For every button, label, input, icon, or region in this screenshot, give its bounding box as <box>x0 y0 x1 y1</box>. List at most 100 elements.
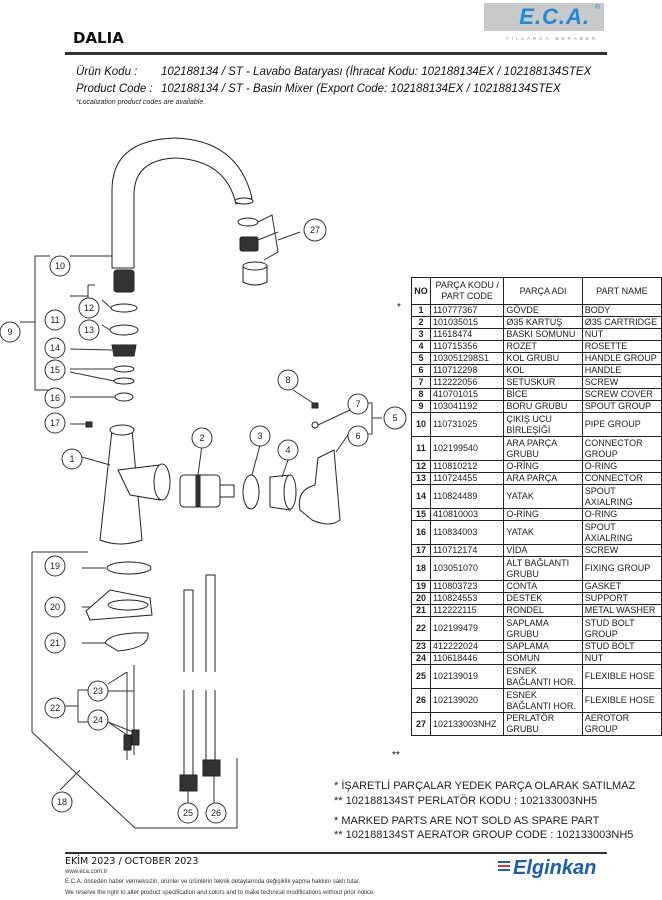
cell-tr: ARA PARÇA <box>503 472 583 485</box>
note-tr-2: ** 102188134ST PERLATÖR KODU : 102133003… <box>334 795 598 807</box>
screw-7 <box>311 421 319 429</box>
body-outlet-ring <box>153 463 171 501</box>
aerator-housing <box>242 265 268 286</box>
cell-en: METAL WASHER <box>581 604 662 617</box>
cell-code: 102199479 <box>429 616 505 641</box>
axialring-14 <box>111 344 137 357</box>
cell-code: 102139019 <box>429 664 505 689</box>
table-header-row: NO PARÇA KODU / PART CODE PARÇA ADI PART… <box>411 277 662 305</box>
parts-table: NO PARÇA KODU / PART CODE PARÇA ADI PART… <box>411 277 662 736</box>
eca-logo: E.C.A. ® <box>484 3 604 31</box>
cell-code: 110777367 <box>429 304 505 317</box>
cell-code: 110824553 <box>429 592 505 605</box>
screw-17 <box>85 421 93 428</box>
eca-logo-text: E.C.A. <box>519 4 590 29</box>
product-code-en-label: Product Code : <box>76 83 153 95</box>
cell-code: 112222115 <box>429 604 505 617</box>
svg-text:24: 24 <box>93 715 103 725</box>
product-code-tr: Ürün Kodu : 102188134 / ST - Lavabo Batar… <box>76 66 591 78</box>
product-code-tr-label: Ürün Kodu : <box>76 66 138 78</box>
cell-no: 9 <box>411 400 431 413</box>
svg-text:7: 7 <box>355 399 360 409</box>
cell-no: 2 <box>411 316 431 329</box>
svg-text:26: 26 <box>211 808 221 818</box>
callout-13: 13 <box>78 319 100 341</box>
aerator-insert <box>239 236 259 252</box>
cell-code: 410810003 <box>429 508 505 521</box>
cell-en: BODY <box>581 304 662 317</box>
cell-en: ROSETTE <box>581 340 662 353</box>
cell-code: 410701015 <box>429 388 505 401</box>
hose-26-part <box>205 574 216 761</box>
svg-text:21: 21 <box>50 638 60 648</box>
cell-tr: DESTEK <box>503 592 583 605</box>
registered-mark: ® <box>594 4 600 11</box>
body-top <box>109 424 135 436</box>
callout-27: 27 <box>303 218 327 242</box>
bracket-9 <box>20 255 112 391</box>
cell-no: 13 <box>411 472 431 485</box>
cell-code: 110618446 <box>429 652 505 665</box>
product-code-en: Product Code :102188134 / ST - Basin Mix… <box>76 83 561 95</box>
cell-en: O-RING <box>581 460 662 473</box>
footer-divider <box>65 852 607 854</box>
cell-no: 5 <box>411 352 431 365</box>
callout-3: 3 <box>249 425 271 447</box>
aerator-code-mark: ** <box>392 750 400 761</box>
note-en-2: ** 102188134ST AERATOR GROUP CODE : 1021… <box>334 829 634 841</box>
svg-text:19: 19 <box>50 561 60 571</box>
cell-en: CONNECTOR GROUP <box>581 436 662 461</box>
cell-code: 102139020 <box>429 688 505 713</box>
svg-text:22: 22 <box>50 703 60 713</box>
nut-3-part <box>242 474 260 510</box>
cell-en: PIPE GROUP <box>581 412 662 437</box>
note-en-1: * MARKED PARTS ARE NOT SOLD AS SPARE PAR… <box>334 815 600 827</box>
callout-19: 19 <box>44 555 66 577</box>
localization-note: *Localization product codes are availabl… <box>76 99 206 106</box>
callout-14: 14 <box>44 337 66 359</box>
cell-tr: KOL <box>503 364 583 377</box>
nut-24b <box>131 729 140 746</box>
cell-tr: Ø35 KARTUŞ <box>503 316 583 329</box>
cell-code: 103051070 <box>429 556 505 581</box>
cell-en: SPOUT GROUP <box>581 400 662 413</box>
cell-en: STUD BOLT <box>581 640 662 653</box>
cell-en: Ø35 CARTRIDGE <box>581 316 662 329</box>
cell-no: 18 <box>411 556 431 581</box>
aerator-housing-top <box>242 261 268 271</box>
axialring-16 <box>114 392 134 402</box>
callout-4: 4 <box>277 439 299 461</box>
cell-en: HANDLE GROUP <box>581 352 662 365</box>
callout-8: 8 <box>277 369 299 391</box>
footer-website[interactable]: www.eca.com.tr <box>65 869 108 875</box>
cell-en: SPOUT AXIALRING <box>581 520 662 545</box>
product-code-tr-value: 102188134 / ST - Lavabo Bataryası (İhrac… <box>161 66 592 78</box>
cell-tr: ALT BAĞLANTI GRUBU <box>503 556 583 581</box>
callout-15: 15 <box>44 359 66 381</box>
callout-12: 12 <box>78 297 100 319</box>
elginkan-logo-text: Elginkan <box>513 857 597 879</box>
cell-code: 102133003NHZ <box>429 712 505 736</box>
cell-en: HANDLE <box>581 364 662 377</box>
cell-en: GASKET <box>581 580 662 593</box>
cell-no: 14 <box>411 484 431 509</box>
not-sold-mark: * <box>397 302 401 313</box>
cell-tr: SOMUN <box>503 652 583 665</box>
svg-text:15: 15 <box>50 365 60 375</box>
callout-7: 7 <box>347 393 369 415</box>
svg-text:10: 10 <box>55 261 65 271</box>
cell-no: 7 <box>411 376 431 389</box>
callout-21: 21 <box>44 632 66 654</box>
cell-no: 24 <box>411 652 431 665</box>
cell-code: 110731025 <box>429 412 505 437</box>
exploded-diagram: 1 2 3 4 5 6 7 8 9 10 11 12 13 14 15 16 1… <box>0 137 407 829</box>
svg-text:20: 20 <box>50 602 60 612</box>
cell-no: 26 <box>411 688 431 713</box>
col-header-name-tr: PARÇA ADI <box>503 277 583 305</box>
cell-en: NUT <box>581 328 662 341</box>
